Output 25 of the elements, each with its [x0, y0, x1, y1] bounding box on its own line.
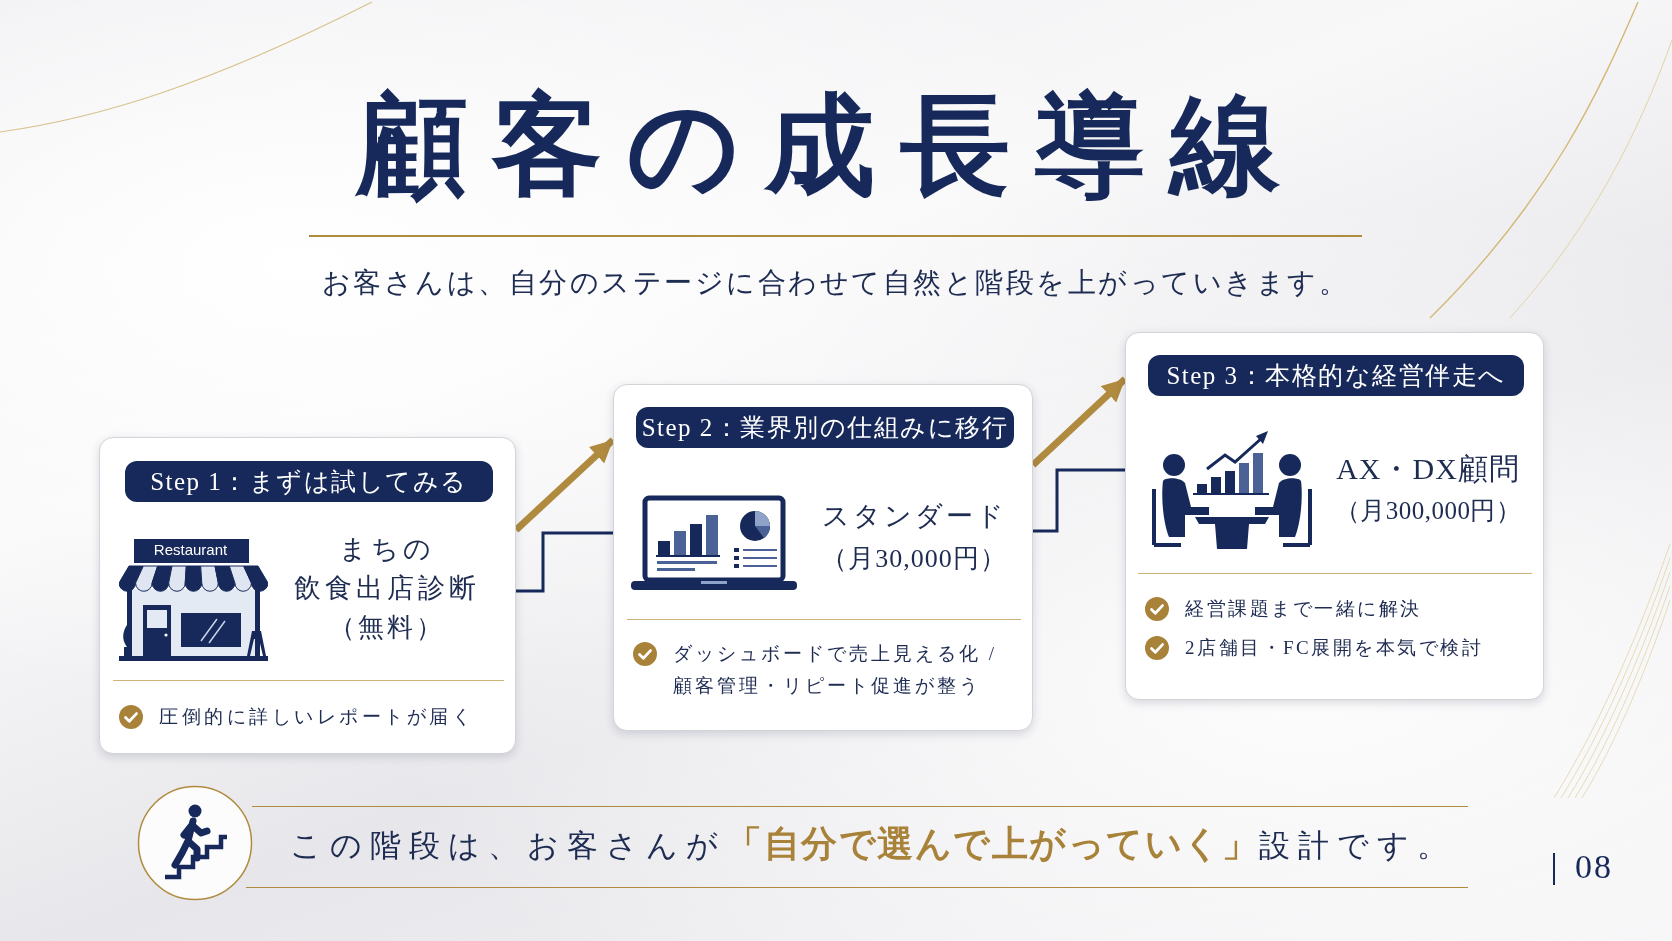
title: 顧客の成長導線	[357, 86, 1305, 206]
page-number: 08	[1575, 847, 1613, 887]
subtitle: お客さんは、自分のステージに合わせて自然と階段を上がっていきます。	[320, 266, 1351, 300]
service-name: まちの飲食出店診断	[293, 533, 481, 605]
checklist-item: 経営課題まで一緒に解決	[1185, 597, 1422, 621]
service-name: スタンダード	[820, 500, 1008, 533]
checklist-item: 圧倒的に詳しいレポートが届く	[159, 705, 474, 729]
step-card	[1125, 332, 1544, 700]
tagline: この階段は、お客さんが「自分で選んで上がっていく」設計です。	[290, 823, 1456, 866]
checklist-item: 2店舗目・FC展開を本気で検討	[1185, 636, 1484, 660]
step-card	[99, 437, 516, 754]
arrow	[513, 437, 616, 533]
price-text: （月30,000円）	[820, 543, 1008, 575]
step-card	[613, 384, 1033, 731]
price-text: （無料）	[328, 612, 446, 644]
step-line	[1033, 468, 1125, 533]
service-name: AX・DX顧問	[1335, 451, 1521, 487]
step-heading-banner: Step 1：まずは試してみる	[125, 461, 493, 502]
step-line	[516, 531, 613, 593]
sign-text: Restaurant	[152, 540, 229, 560]
price-text: （月300,000円）	[1333, 496, 1523, 526]
checklist-item: ダッシュボードで売上見える化 / 顧客管理・リピート促進が整う	[673, 642, 999, 698]
arrow	[1030, 376, 1128, 468]
step-heading-banner: Step 2：業界別の仕組みに移行	[636, 407, 1014, 448]
step-heading-banner: Step 3：本格的な経営伴走へ	[1148, 355, 1524, 396]
